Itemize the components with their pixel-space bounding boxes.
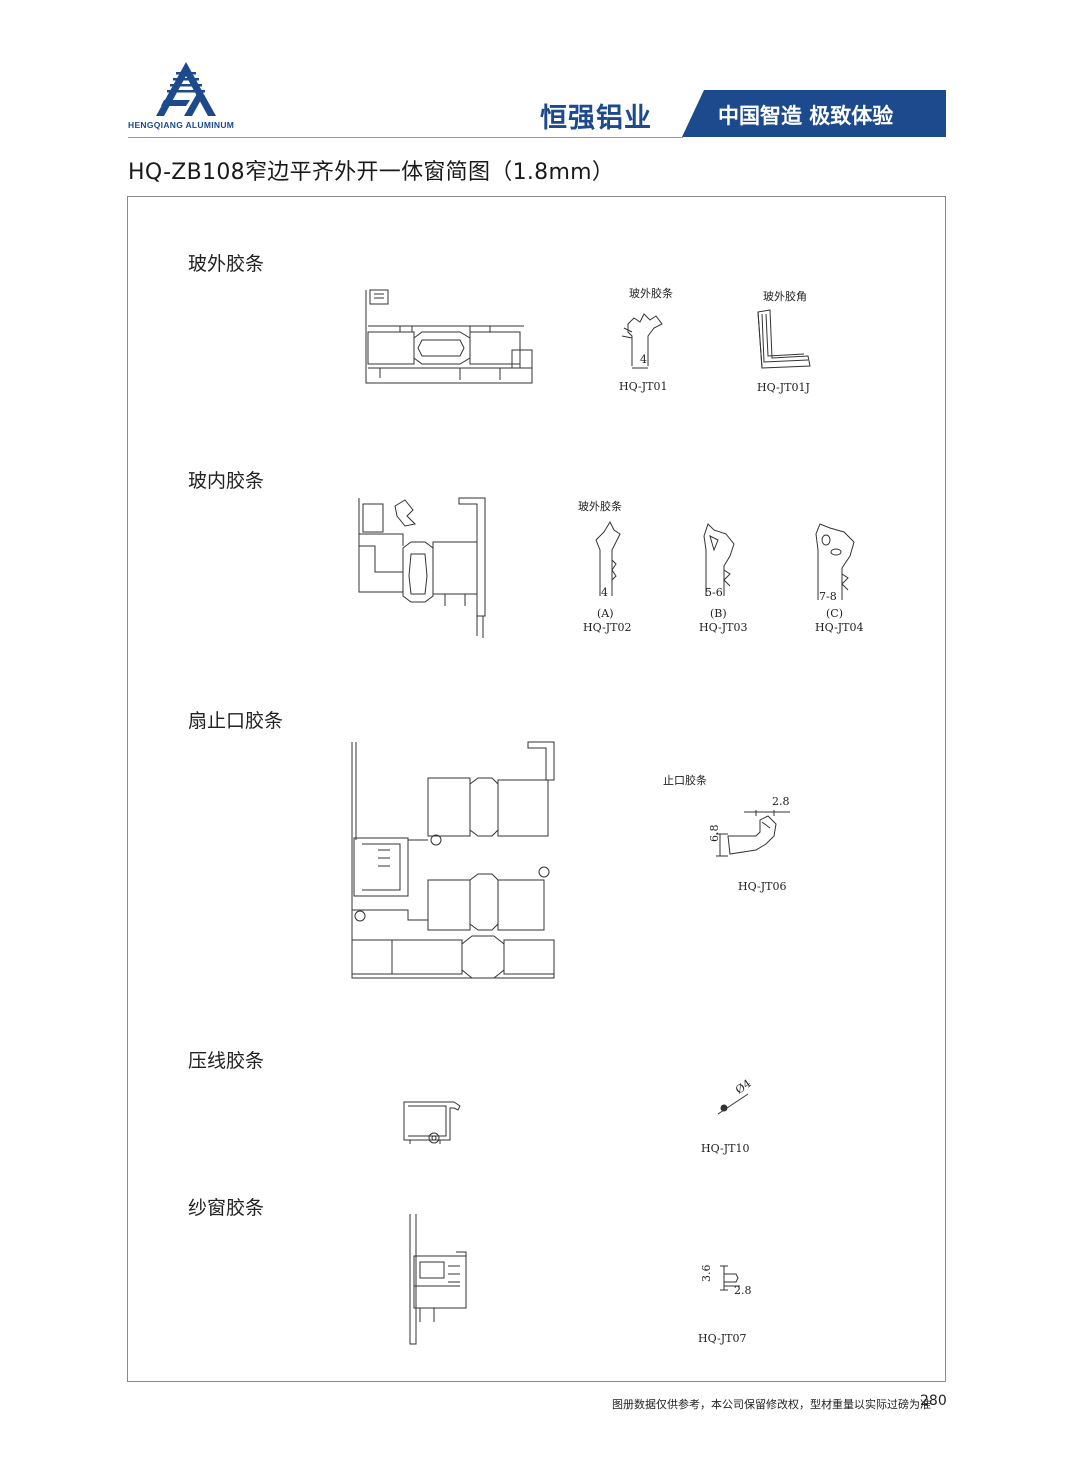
section-title-glass-outer-seal: 玻外胶条 [188,253,265,275]
content-frame [127,196,946,1382]
header-divider [128,137,683,138]
part-code: HQ-JT07 [698,1332,747,1345]
profile-drawing-2 [355,496,490,641]
section-title-bead-seal: 压线胶条 [188,1050,265,1072]
dim-label: 7-8 [819,590,837,603]
page-number: 280 [920,1393,947,1409]
seal-profile-jt04 [812,520,860,604]
dim-label: 2.8 [772,795,790,808]
part-code: HQ-JT03 [699,621,748,634]
part-label: 玻外胶条 [578,500,622,513]
part-code: HQ-JT06 [738,880,787,893]
seal-profile-jt07 [712,1262,752,1298]
part-label: 玻外胶条 [629,287,673,300]
page-title: HQ-ZB108窄边平齐外开一体窗简图（1.8mm） [128,160,615,185]
seal-corner-jt01j [750,308,816,372]
part-code: HQ-JT04 [815,621,864,634]
slogan-banner [682,90,946,137]
part-code: HQ-JT01J [757,381,810,394]
company-logo [156,62,216,116]
part-code: HQ-JT01 [619,380,668,393]
dim-label: 6.8 [708,824,721,843]
part-label: 玻外胶角 [763,290,807,303]
variant-label: (B) [710,607,727,620]
dim-label: 3.6 [700,1264,713,1283]
slogan-text: 中国智造 极致体验 [718,104,894,128]
section-title-screen-seal: 纱窗胶条 [188,1197,265,1219]
seal-profile-jt02 [590,520,630,600]
variant-label: (A) [597,607,614,620]
seal-profile-jt10 [714,1090,754,1118]
profile-drawing-4 [400,1098,470,1146]
part-label: 止口胶条 [663,774,707,787]
dim-label: 4 [640,353,647,366]
variant-label: (C) [826,607,843,620]
seal-profile-jt03 [700,520,744,600]
logo-text: HENGQIANG ALUMINUM [128,120,235,130]
profile-drawing-3 [348,740,560,982]
section-title-sash-seal: 扇止口胶条 [188,710,284,732]
profile-drawing-5 [404,1212,474,1348]
section-title-glass-inner-seal: 玻内胶条 [188,470,265,492]
brand-name: 恒强铝业 [540,103,652,134]
profile-drawing-1 [360,288,540,386]
footer-note: 图册数据仅供参考，本公司保留修改权，型材重量以实际过磅为准 [612,1398,931,1411]
dim-label: 5-6 [705,586,723,599]
part-code: HQ-JT10 [701,1142,750,1155]
part-code: HQ-JT02 [583,621,632,634]
dim-label: 4 [601,586,608,599]
dim-label: 2.8 [734,1284,752,1297]
seal-profile-jt01 [614,310,670,378]
seal-profile-jt06 [720,800,790,862]
